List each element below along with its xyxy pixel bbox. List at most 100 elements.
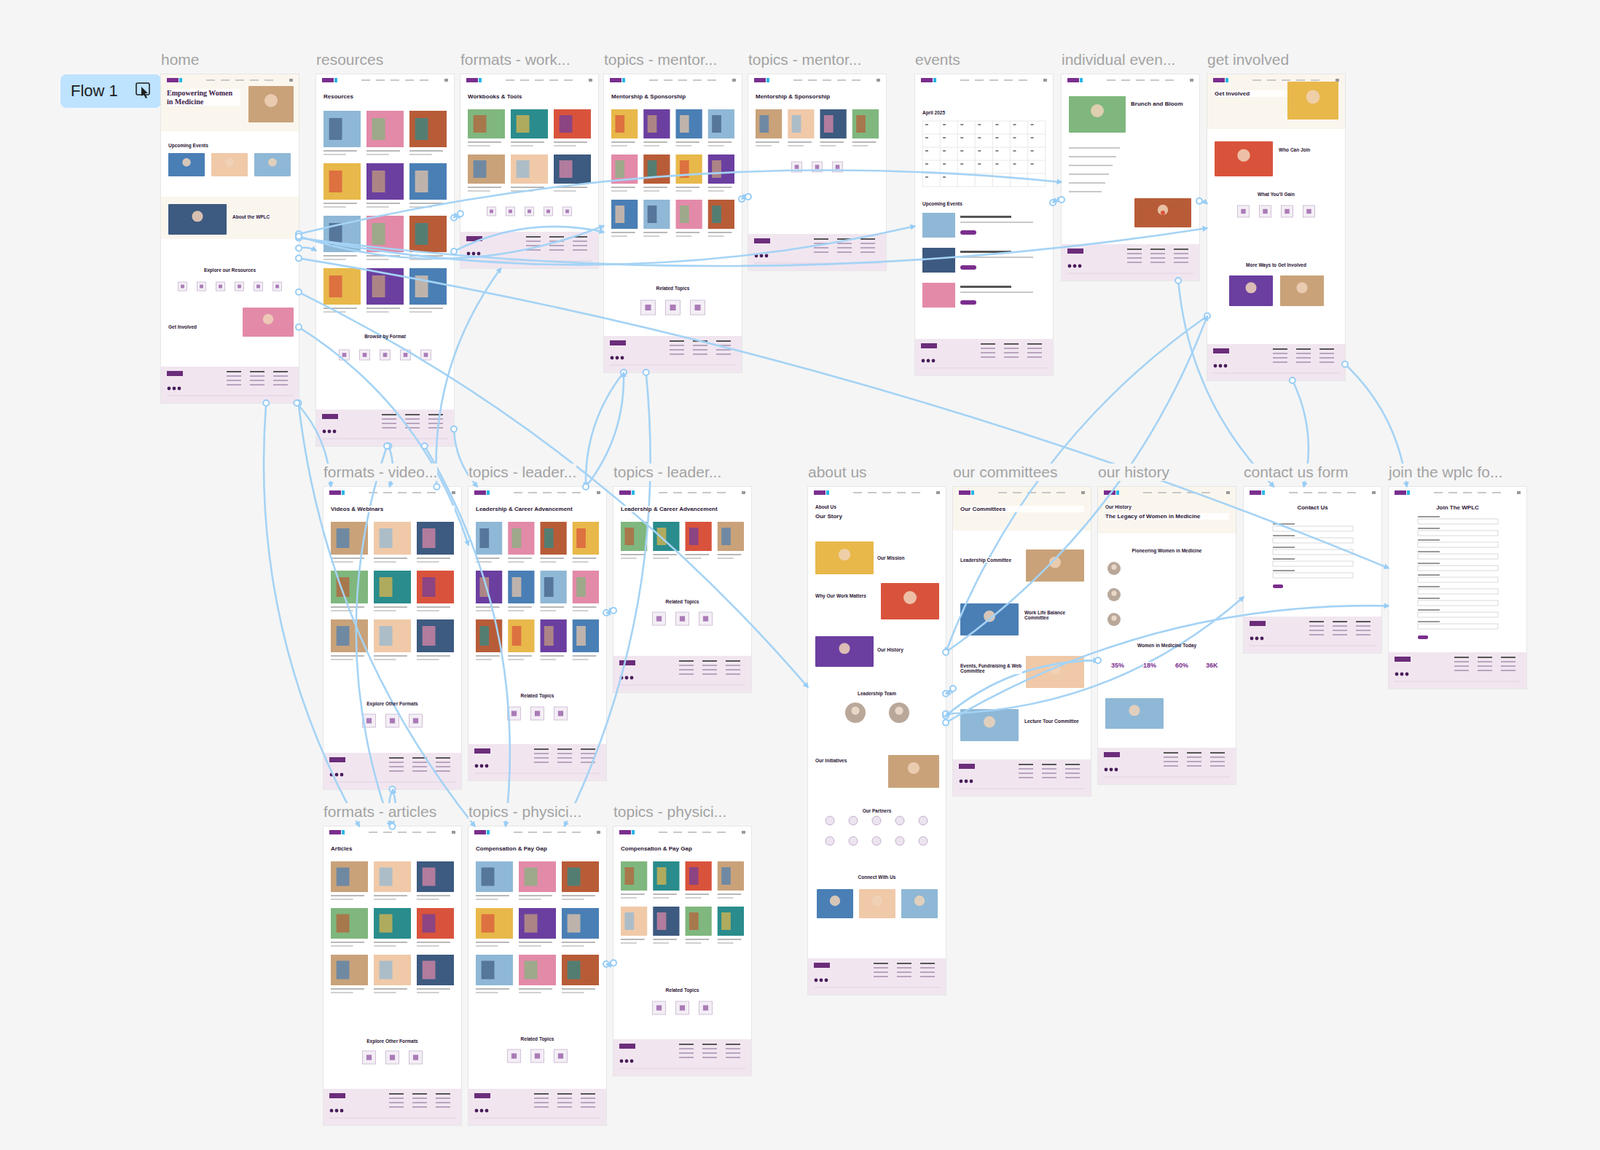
connector-start-dot xyxy=(389,823,396,830)
frame-name: join the wplc fo... xyxy=(1388,463,1503,481)
prototype-connector xyxy=(606,962,614,964)
prototype-connector xyxy=(1199,201,1208,205)
page-heading: Leadership & Career Advancement xyxy=(475,505,600,513)
prototype-connector xyxy=(945,596,1244,714)
connector-start-dot xyxy=(293,400,300,406)
page-frame: contact us formContact Us xyxy=(1243,486,1382,653)
connector-start-dot xyxy=(1204,312,1211,319)
stat-number: 60% xyxy=(1175,661,1189,669)
prototype-connector xyxy=(741,196,749,199)
prototype-connector xyxy=(298,228,1208,266)
page-mockup xyxy=(1388,486,1527,689)
connector-start-dot xyxy=(295,400,302,406)
prototype-connector xyxy=(945,605,1389,723)
connector-start-dot xyxy=(383,442,390,449)
frame-name: topics - leader... xyxy=(468,463,577,481)
section-heading: Our Initiatives xyxy=(815,757,847,763)
page-frame: about usOur StoryAbout UsOur MissionWhy … xyxy=(808,486,946,995)
connector-start-dot xyxy=(295,230,302,237)
prototype-connector xyxy=(1052,199,1062,203)
section-heading: Related Topics xyxy=(628,598,737,605)
page-mockup xyxy=(613,826,752,1076)
page-mockup xyxy=(1097,486,1236,784)
page-heading: Contact Us xyxy=(1243,504,1382,511)
connector-start-dot xyxy=(603,609,610,616)
frame-name: home xyxy=(161,51,200,69)
prototype-connector xyxy=(945,315,1208,653)
page-frame: eventsApril 2025Upcoming Events xyxy=(915,74,1053,376)
page-mockup xyxy=(1207,74,1345,381)
connector-start-dot xyxy=(942,649,949,656)
section-heading: Why Our Work Matters xyxy=(815,593,867,599)
prototype-connector xyxy=(585,372,624,487)
frame-name: our history xyxy=(1097,463,1170,481)
page-heading: Workbooks & Tools xyxy=(467,93,592,100)
connector-start-dot xyxy=(1058,196,1065,203)
prototype-connector xyxy=(585,372,624,487)
section-heading: Upcoming Events xyxy=(922,201,963,207)
connector-start-dot xyxy=(451,426,457,433)
section-heading: Our History xyxy=(877,646,904,653)
connector-start-dot xyxy=(745,193,752,200)
section-heading: About the WPLC xyxy=(232,214,270,220)
connector-start-dot xyxy=(738,195,745,202)
flow-name: Flow 1 xyxy=(70,81,119,101)
connector-start-dot xyxy=(942,710,949,717)
prototype-connector xyxy=(1052,199,1062,203)
connector-start-dot xyxy=(295,255,302,261)
page-frame: formats - work...Workbooks & Tools xyxy=(460,74,599,269)
page-heading: Empowering Women in Medicine xyxy=(166,88,240,106)
section-heading: Leadership Team xyxy=(822,690,932,696)
page-heading: Brunch and Bloom xyxy=(1130,100,1193,108)
page-frame: our historyThe Legacy of Women in Medici… xyxy=(1097,486,1236,784)
page-heading: Resources xyxy=(323,93,448,100)
page-heading: The Legacy of Women in Medicine xyxy=(1105,512,1230,520)
prototype-connector xyxy=(945,688,954,694)
prototype-connector xyxy=(263,402,360,827)
page-frame: formats - articlesArticlesExplore Other … xyxy=(323,826,462,1125)
prototype-connector xyxy=(453,213,461,218)
prototype-connector xyxy=(388,445,393,487)
frame-name: get involved xyxy=(1207,51,1289,69)
connector-start-dot xyxy=(295,324,302,331)
page-frame: topics - physici...Compensation & Pay Ga… xyxy=(613,826,752,1076)
section-heading: What You'll Gain xyxy=(1221,191,1331,197)
page-frame: join the wplc fo...Join The WPLC xyxy=(1388,486,1527,689)
page-frame: topics - physici...Compensation & Pay Ga… xyxy=(468,826,607,1125)
prototype-connector xyxy=(945,660,1098,716)
section-heading: Related Topics xyxy=(483,1036,592,1042)
frame-name: topics - leader... xyxy=(613,463,722,481)
connector-start-dot xyxy=(451,248,457,255)
page-mockup xyxy=(613,486,752,693)
section-heading: Browse by Format xyxy=(330,333,440,339)
frame-name: formats - work... xyxy=(460,51,571,69)
prototype-connector xyxy=(1344,364,1407,487)
connector-start-dot xyxy=(421,442,428,449)
section-heading: Work Life Balance Committee xyxy=(1024,609,1087,621)
page-heading: Leadership & Career Advancement xyxy=(620,505,745,513)
page-heading: Compensation & Pay Gap xyxy=(620,845,745,852)
page-heading: Videos & Webinars xyxy=(330,505,455,513)
connector-start-dot xyxy=(1196,198,1203,205)
section-heading: Pioneering Women in Medicine xyxy=(1112,547,1222,554)
connector-start-dot xyxy=(1175,277,1182,284)
connector-start-dot xyxy=(950,685,956,692)
prototype-connector xyxy=(298,247,317,251)
section-heading: Get Involved xyxy=(168,324,197,330)
connector-start-dot xyxy=(610,607,617,614)
section-heading: Explore Other Formats xyxy=(338,1038,447,1044)
page-heading: Join The WPLC xyxy=(1388,504,1527,511)
prototype-connector xyxy=(453,429,478,487)
section-heading: Our Mission xyxy=(877,555,905,561)
connector-start-dot xyxy=(433,483,440,490)
prototype-connector xyxy=(298,225,605,259)
connector-start-dot xyxy=(263,400,269,406)
page-mockup xyxy=(748,74,886,271)
prototype-connector xyxy=(1178,280,1274,487)
page-frame: resourcesResourcesBrowse by Format xyxy=(316,74,454,446)
frame-name: topics - mentor... xyxy=(604,51,717,69)
prototype-connector xyxy=(945,688,954,694)
page-heading: Our Committees xyxy=(960,505,1085,513)
page-frame: topics - mentor...Mentorship & Sponsorsh… xyxy=(748,74,886,271)
